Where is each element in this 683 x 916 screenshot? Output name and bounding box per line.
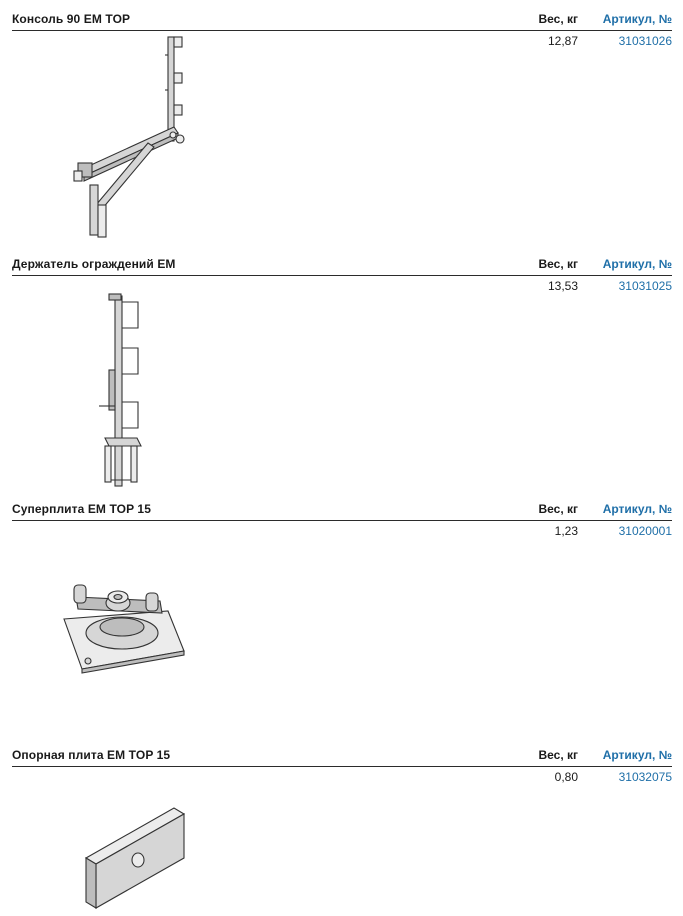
weight-column-header: Вес, кг bbox=[538, 502, 578, 516]
product-title: Держатель ограждений EM bbox=[12, 257, 176, 271]
weight-value: 12,87 bbox=[547, 34, 578, 48]
article-column-header: Артикул, № bbox=[602, 12, 672, 26]
product-header: Держатель ограждений EM Вес, кг Артикул,… bbox=[12, 257, 672, 276]
superplate-icon bbox=[63, 584, 185, 674]
article-column-header: Артикул, № bbox=[602, 257, 672, 271]
weight-column-header: Вес, кг bbox=[538, 12, 578, 26]
article-column-header: Артикул, № bbox=[602, 502, 672, 516]
article-value: 31031026 bbox=[618, 34, 672, 48]
article-column-header: Артикул, № bbox=[602, 748, 672, 762]
article-value: 31032075 bbox=[618, 770, 672, 784]
console-bracket-icon bbox=[73, 36, 185, 238]
article-value: 31020001 bbox=[618, 524, 672, 538]
weight-column-header: Вес, кг bbox=[538, 748, 578, 762]
product-header: Опорная плита EM TOP 15 Вес, кг Артикул,… bbox=[12, 748, 672, 767]
weight-value: 1,23 bbox=[554, 524, 578, 538]
product-header: Суперплита EM TOP 15 Вес, кг Артикул, № bbox=[12, 502, 672, 521]
article-value: 31031025 bbox=[618, 279, 672, 293]
product-title: Опорная плита EM TOP 15 bbox=[12, 748, 171, 762]
weight-value: 13,53 bbox=[547, 279, 578, 293]
product-title: Суперплита EM TOP 15 bbox=[12, 502, 151, 516]
support-plate-icon bbox=[84, 807, 186, 909]
railing-holder-icon bbox=[99, 293, 142, 487]
product-title: Консоль 90 EM TOP bbox=[12, 12, 131, 26]
weight-value: 0,80 bbox=[554, 770, 578, 784]
weight-column-header: Вес, кг bbox=[538, 257, 578, 271]
product-header: Консоль 90 EM TOP Вес, кг Артикул, № bbox=[12, 12, 672, 31]
